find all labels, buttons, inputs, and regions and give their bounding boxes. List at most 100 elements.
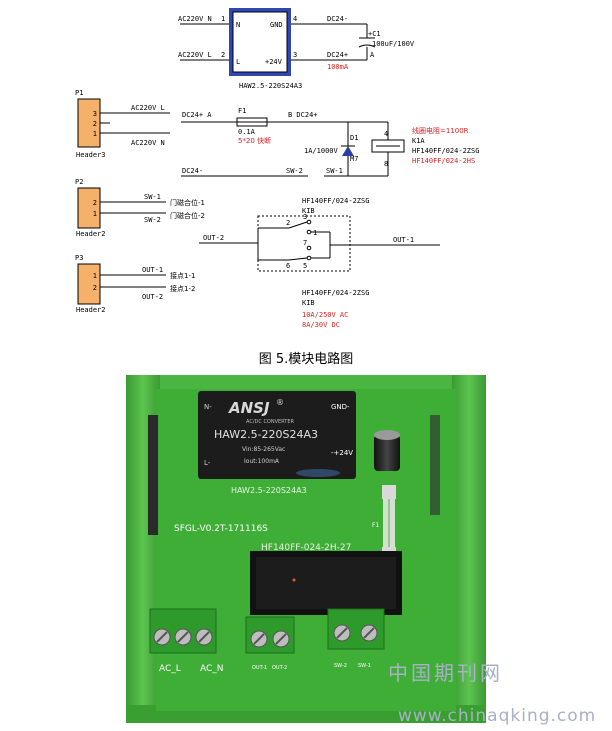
converter-pin3-num: 3: [293, 51, 297, 59]
dc24-plus-a: DC24+ A: [182, 111, 212, 119]
converter-body: [232, 11, 288, 73]
p3-connector: P3 1 2 OUT-1 OUT-2 接点1-1 接点1-2 Header2: [75, 254, 195, 314]
relay-silk: HF140FF-024-2H-27: [261, 543, 351, 553]
silk-out1: OUT-1: [252, 665, 267, 671]
contact-pin7: 7: [303, 239, 307, 247]
module-24v: -+24V: [331, 449, 353, 457]
p2-name: Header2: [76, 230, 106, 238]
contacts-part-bot: HF140FF/024-2ZSG: [302, 289, 369, 297]
p1-pin2: 2: [93, 120, 97, 128]
p2-pin1: 1: [93, 210, 97, 218]
terminal-block-ac: [149, 608, 217, 654]
relay-contacts: HF140FF/024-2ZSG KIB OUT-2 2 3 1 6 7 5 O…: [199, 197, 440, 329]
p3-name: Header2: [76, 306, 106, 314]
module-model: HAW2.5-220S24A3: [214, 428, 318, 441]
contacts-part-top: HF140FF/024-2ZSG: [302, 197, 369, 205]
contacts-rating-ac: 10A/250V AC: [302, 311, 348, 319]
p3-header-body: [77, 263, 101, 305]
p1-connector: P1 3 2 1 AC220V L AC220V N Header3: [75, 89, 170, 159]
glass-fuse: [382, 485, 396, 561]
contacts-kib-bot: KIB: [302, 299, 315, 307]
silk-sw1: SW-1: [358, 663, 371, 669]
contacts-dashed-box: [257, 215, 351, 272]
dc24-plus-label: DC24+: [327, 51, 348, 59]
coil-sw2: SW-2: [286, 167, 303, 175]
p1-pin3: 3: [93, 110, 97, 118]
p3-desc2: 接点1-2: [170, 284, 195, 293]
contacts-out1: OUT-1: [393, 236, 414, 244]
p3-pin1: 1: [93, 272, 97, 280]
contact-pin1: 1: [313, 229, 317, 237]
p1-ac-n: AC220V N: [131, 139, 165, 147]
converter-pin-n: N: [236, 21, 240, 29]
module-vin: Vin:85-265Vac: [242, 446, 285, 453]
cap-value: 100uF/100V: [372, 40, 415, 48]
ac220v-n-label: AC220V N: [178, 15, 212, 23]
diode-ref: D1: [350, 134, 358, 142]
coil-resistance: 线圈电阻=1100R: [412, 126, 469, 135]
contact-pin3: 3: [303, 213, 307, 221]
module-n: N-: [204, 403, 212, 411]
coil-sw1: SW-1: [326, 167, 343, 175]
module-reg: ®: [276, 398, 284, 407]
p2-ref: P2: [75, 178, 83, 186]
terminal-block-sw: [327, 608, 385, 650]
p1-ac-l: AC220V L: [131, 104, 165, 112]
board-id: SFGL-V0.2T-171116S: [174, 524, 268, 534]
dc24-minus-label: DC24-: [327, 15, 348, 23]
contacts-rating-dc: 8A/30V DC: [302, 321, 340, 329]
contact-pin6: 6: [286, 262, 290, 270]
p2-pin2: 2: [93, 199, 97, 207]
fuse-ref: F1: [238, 107, 246, 115]
converter-section: N L GND +24V AC220V N 1 AC220V L 2 4 3 D…: [178, 8, 415, 90]
converter-pin-l: L: [236, 58, 240, 66]
p2-header-body: [77, 187, 101, 229]
p3-desc1: 接点1-1: [170, 271, 195, 280]
coil-pin4: 4: [384, 130, 388, 138]
relay-alt-part: HF140FF/024-2HS: [412, 157, 475, 165]
contact-pin5: 5: [303, 262, 307, 270]
rail-right: [452, 375, 486, 723]
ac220v-l-label: AC220V L: [178, 51, 212, 59]
p2-sw2: SW-2: [144, 216, 161, 224]
diode-d1: [342, 146, 354, 156]
fuse-size: 5*20 快断: [238, 136, 271, 145]
diode-rating: 1A/1000V: [304, 147, 339, 155]
circuit-schematic: N L GND +24V AC220V N 1 AC220V L 2 4 3 D…: [75, 8, 479, 329]
terminal-block-out: [245, 616, 295, 654]
contacts-kib-top: KIB: [302, 207, 315, 215]
p2-sw1: SW-1: [144, 193, 161, 201]
silk-ac-l: AC_L: [159, 664, 181, 674]
module-gnd: GND-: [331, 403, 350, 411]
cap-anode: A: [370, 51, 375, 59]
pcb-photo: ANSJ ® AC/DC CONVERTER HAW2.5-220S24A3 V…: [126, 375, 486, 723]
converter-pin4-num: 4: [293, 15, 297, 23]
p3-out2: OUT-2: [142, 293, 163, 301]
module-l: L-: [204, 459, 211, 467]
p2-desc2: 门磁合位-2: [170, 211, 205, 220]
watermark-url: www.chinaqking.com: [398, 706, 597, 726]
diode-type: M7: [350, 155, 358, 163]
electrolytic-cap: [374, 435, 400, 471]
module-brand: ANSJ: [228, 399, 270, 417]
module-sub: AC/DC CONVERTER: [246, 419, 295, 425]
converter-pin2-num: 2: [221, 51, 225, 59]
relay-part: HF140FF/024-2ZSG: [412, 147, 479, 155]
p3-pin2: 2: [93, 284, 97, 292]
coil-drive-section: DC24+ A F1 0.1A 5*20 快断 B DC24+ D1 1A/10…: [181, 107, 479, 177]
silk-sw2: SW-2: [334, 663, 347, 669]
coil-pin8: 8: [384, 160, 388, 168]
converter-pin-24v: +24V: [265, 58, 283, 66]
cap-ref: +C1: [368, 30, 381, 38]
relay-ref: K1A: [412, 137, 425, 145]
coil-dc24-minus: DC24-: [182, 167, 203, 175]
converter-module: [198, 391, 356, 479]
figure-caption: 图 5.模块电路图: [258, 352, 354, 367]
converter-pin-gnd: GND: [270, 21, 283, 29]
p1-ref: P1: [75, 89, 83, 97]
silk-ac-n: AC_N: [200, 664, 224, 674]
p3-ref: P3: [75, 254, 83, 262]
p1-pin1: 1: [93, 130, 97, 138]
silk-out2: OUT-2: [272, 665, 287, 671]
module-iout: Iout:100mA: [244, 458, 280, 465]
